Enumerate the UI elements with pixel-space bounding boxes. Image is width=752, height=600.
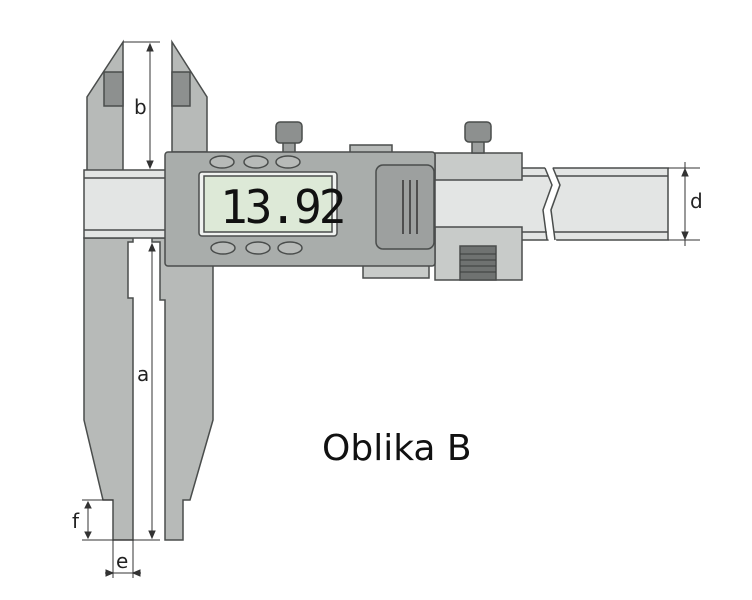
- button-bottom-1[interactable]: [210, 241, 236, 255]
- dim-label-d: d: [690, 189, 703, 213]
- dim-label-a: a: [137, 362, 149, 386]
- button-top-1[interactable]: [209, 155, 235, 169]
- lower-moving-jaw: [151, 237, 214, 541]
- button-bottom-3[interactable]: [277, 241, 303, 255]
- button-top-3[interactable]: [275, 155, 301, 169]
- lcd-reading: 13.92: [220, 180, 343, 234]
- lock-screw-knob: [275, 121, 303, 144]
- dim-label-b: b: [134, 95, 147, 119]
- upper-fixed-jaw-notch: [103, 71, 124, 107]
- thumb-grip: [375, 164, 435, 250]
- beam-left: [83, 169, 175, 239]
- button-top-2[interactable]: [243, 155, 269, 169]
- lower-fixed-jaw: [83, 237, 134, 541]
- upper-fixed-jaw: [86, 39, 124, 173]
- fine-adjust-wheel: [459, 245, 497, 281]
- clamp-lock-knob: [464, 121, 492, 143]
- dim-label-f: f: [72, 509, 80, 533]
- clamp-top: [434, 152, 523, 181]
- caption: Oblika B: [322, 428, 472, 469]
- upper-moving-jaw-notch: [171, 71, 191, 107]
- button-bottom-2[interactable]: [245, 241, 271, 255]
- lcd-screen: [203, 175, 333, 233]
- dim-label-e: e: [116, 549, 128, 573]
